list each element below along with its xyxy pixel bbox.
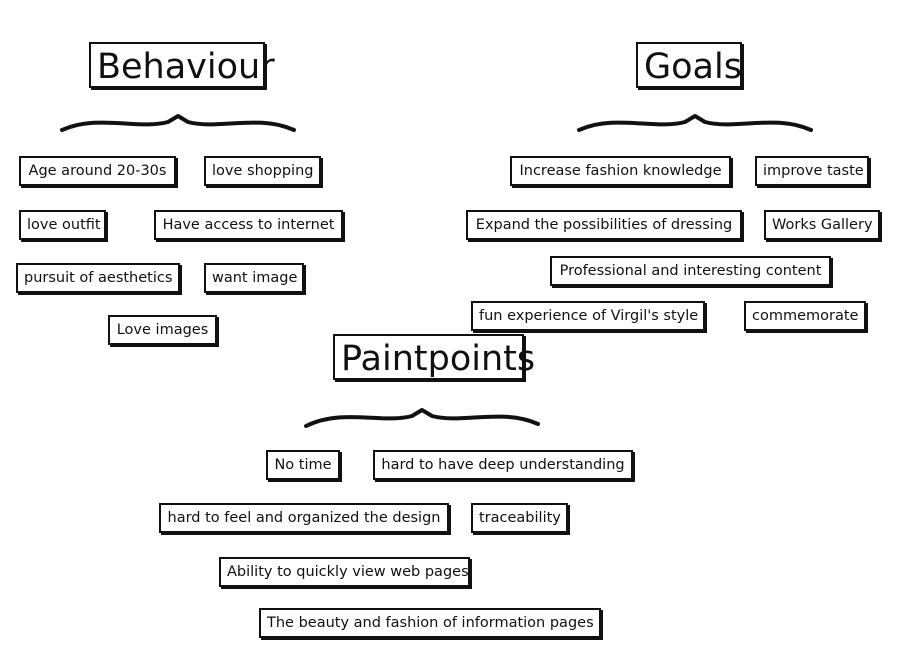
goals-item: fun experience of Virgil's style	[471, 301, 705, 331]
goals-heading: Goals	[636, 42, 742, 88]
goals-item: improve taste	[755, 156, 869, 186]
paintpoints-item: Ability to quickly view web pages	[219, 557, 470, 587]
goals-item: Increase fashion knowledge	[510, 156, 731, 186]
goals-brace-icon	[577, 114, 813, 132]
paintpoints-item: The beauty and fashion of information pa…	[259, 608, 601, 638]
behaviour-item: Love images	[108, 315, 217, 345]
goals-item: Works Gallery	[764, 210, 880, 240]
paintpoints-item: traceability	[471, 503, 568, 533]
behaviour-item: love shopping	[204, 156, 321, 186]
paintpoints-item: No time	[266, 450, 340, 480]
paintpoints-brace-icon	[304, 408, 540, 428]
behaviour-brace-icon	[60, 114, 296, 132]
paintpoints-item: hard to have deep understanding	[373, 450, 633, 480]
goals-item: Professional and interesting content	[550, 256, 831, 286]
behaviour-item: want image	[204, 263, 304, 293]
behaviour-item: Age around 20-30s	[19, 156, 176, 186]
paintpoints-heading: Paintpoints	[333, 334, 535, 380]
behaviour-heading: Behaviour	[89, 42, 275, 88]
goals-item: commemorate	[744, 301, 866, 331]
behaviour-item: Have access to internet	[154, 210, 343, 240]
behaviour-item: pursuit of aesthetics	[16, 263, 180, 293]
behaviour-item: love outfit	[19, 210, 106, 240]
paintpoints-item: hard to feel and organized the design	[159, 503, 449, 533]
goals-item: Expand the possibilities of dressing	[466, 210, 742, 240]
